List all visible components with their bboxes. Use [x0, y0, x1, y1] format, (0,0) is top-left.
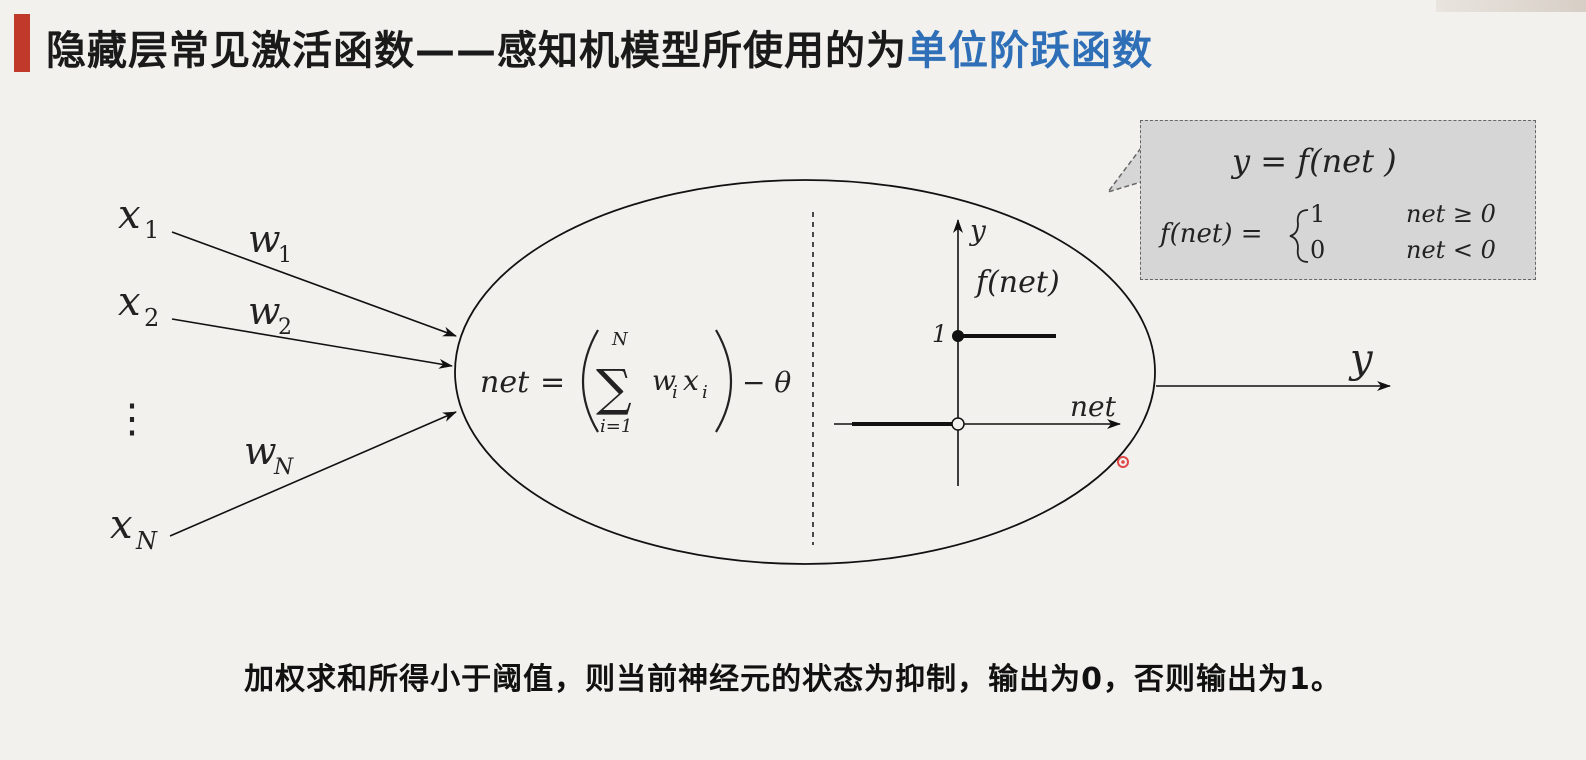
weight-wN: w N — [244, 429, 294, 480]
x1-sub: 1 — [144, 216, 159, 244]
slide-title: 隐藏层常见激活函数——感知机模型所使用的为单位阶跃函数 — [46, 18, 1153, 76]
term-x-sub: i — [702, 382, 708, 403]
output-label: y — [1348, 336, 1374, 382]
weight-w2: w 2 — [248, 289, 292, 340]
callout-case1-val: 1 — [1310, 200, 1325, 228]
title-main: 隐藏层常见激活函数——感知机模型所使用的为 — [46, 28, 907, 74]
sum-upper: N — [611, 329, 629, 350]
open-dot — [951, 417, 965, 431]
w1-label: w — [248, 217, 281, 261]
closed-dot — [952, 330, 964, 342]
input-x2: x 2 — [118, 279, 159, 332]
w1-sub: 1 — [278, 243, 292, 268]
sum-lower: i=1 — [600, 416, 632, 437]
title-accent-bar — [14, 14, 30, 72]
net-formula: net = N ∑ i=1 w i x i − θ — [480, 329, 791, 437]
callout-box — [1140, 120, 1536, 280]
f-net-label: f(net) — [974, 265, 1060, 300]
cursor-marker — [1117, 456, 1129, 468]
one-tick-label: 1 — [932, 320, 947, 348]
arrow-x1 — [171, 231, 457, 337]
step-plot: y net f(net) 1 — [834, 214, 1121, 486]
net-lhs: net — [480, 365, 530, 400]
weight-w1: w 1 — [248, 217, 292, 268]
input-xN: x N — [110, 502, 158, 555]
sigma-symbol: ∑ — [596, 359, 632, 417]
x1-label: x — [118, 192, 141, 238]
right-paren — [715, 329, 732, 433]
term-w-sub: i — [672, 382, 678, 403]
webcam-overlay — [1436, 0, 1586, 12]
x2-sub: 2 — [144, 304, 159, 332]
input-x1: x 1 — [118, 192, 159, 244]
arrow-x2 — [171, 318, 453, 369]
wN-sub: N — [273, 455, 294, 480]
net-equals: = — [540, 365, 565, 400]
slide-caption: 加权求和所得小于阈值，则当前神经元的状态为抑制，输出为0，否则输出为1。 — [244, 662, 1342, 697]
callout-eq1: y = f(net ) — [1230, 142, 1397, 180]
callout-case2-cond: net < 0 — [1406, 236, 1496, 264]
left-paren — [582, 329, 599, 433]
wN-label: w — [244, 429, 277, 473]
y-axis-label: y — [968, 214, 987, 247]
minus-theta: − θ — [742, 366, 791, 399]
callout-brace — [1289, 209, 1309, 263]
x-axis-label: net — [1070, 390, 1117, 423]
xN-label: x — [110, 502, 133, 548]
arrow-xN — [169, 411, 457, 537]
inputs-ellipsis: ⋮ — [112, 396, 152, 442]
xN-sub: N — [135, 527, 158, 555]
x2-label: x — [118, 279, 141, 325]
w2-label: w — [248, 289, 281, 333]
neuron-ellipse — [454, 179, 1156, 565]
callout-content: y = f(net ) f(net) = 1 net ≥ 0 0 net < 0 — [1158, 142, 1496, 264]
callout-case2-val: 0 — [1310, 236, 1325, 264]
w2-sub: 2 — [278, 315, 292, 340]
cursor-dot — [1121, 460, 1125, 464]
term-x: x — [683, 364, 699, 397]
term-w: w — [652, 364, 676, 397]
callout-case1-cond: net ≥ 0 — [1406, 200, 1496, 228]
title-highlight: 单位阶跃函数 — [907, 28, 1153, 74]
callout-f-lhs: f(net) = — [1158, 219, 1263, 249]
